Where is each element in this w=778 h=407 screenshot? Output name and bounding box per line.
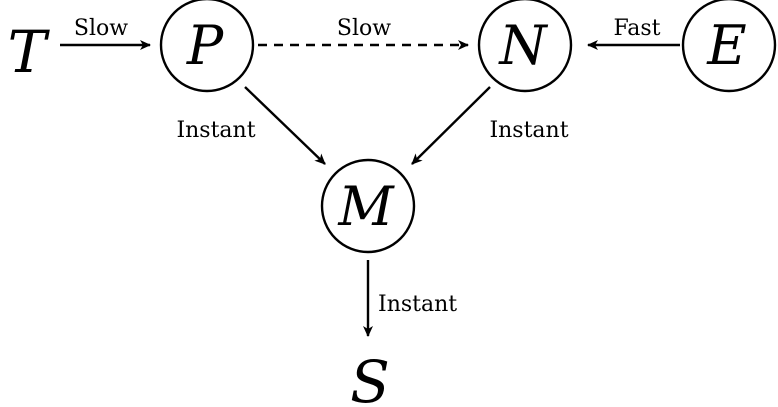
edge-label-p-to-n: Slow [337, 16, 391, 41]
node-n: N [477, 0, 573, 93]
node-p-circle [159, 0, 255, 93]
edge-label-m-to-s: Instant [378, 292, 457, 317]
node-n-letter: N [497, 14, 548, 77]
edge-label-e-to-n: Fast [613, 16, 660, 41]
edge-label-p-to-m: Instant [176, 118, 255, 143]
node-t: T [8, 18, 51, 86]
node-e: E [681, 0, 777, 93]
node-e-circle [681, 0, 777, 93]
node-s: S [350, 348, 390, 407]
node-p: P [159, 0, 255, 93]
edge-label-n-to-m: Instant [489, 118, 568, 143]
node-e-letter: E [706, 14, 746, 77]
node-m-circle [320, 158, 416, 254]
node-n-circle [477, 0, 573, 93]
node-m: M [320, 158, 416, 254]
edge-n-to-m [411, 86, 491, 165]
edge-p-to-m [244, 86, 326, 165]
node-p-letter: P [186, 14, 225, 77]
node-m-letter: M [337, 175, 395, 238]
edge-label-t-to-p: Slow [74, 16, 128, 41]
